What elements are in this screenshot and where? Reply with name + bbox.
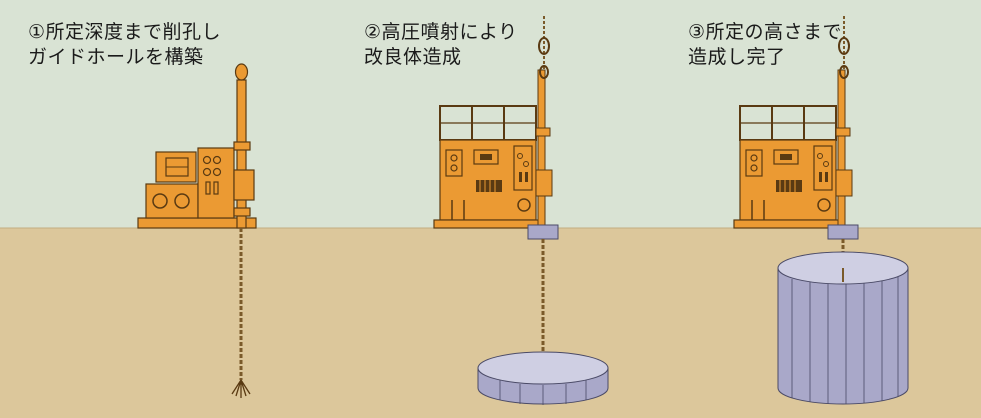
step3-caption-line1: ③所定の高さまで xyxy=(688,21,843,43)
improved-soil-column-tall xyxy=(777,267,909,405)
step2-caption-line2: 改良体造成 xyxy=(364,46,462,68)
step3-jet-grouting-machine xyxy=(733,16,909,405)
step1-caption: ①所定深度まで削孔し ガイドホールを構築 xyxy=(28,20,221,70)
step1-caption-line1: ①所定深度まで削孔し xyxy=(28,21,222,43)
step2-caption-line1: ②高圧噴射により xyxy=(364,21,518,43)
step2-caption: ②高圧噴射により 改良体造成 xyxy=(364,20,518,70)
step2-jet-grouting-machine xyxy=(433,16,609,405)
step3-caption: ③所定の高さまで 造成し完了 xyxy=(688,20,842,70)
step1-caption-line2: ガイドホールを構築 xyxy=(28,46,204,68)
step1-drilling-rig xyxy=(137,63,257,398)
step3-caption-line2: 造成し完了 xyxy=(688,46,786,68)
